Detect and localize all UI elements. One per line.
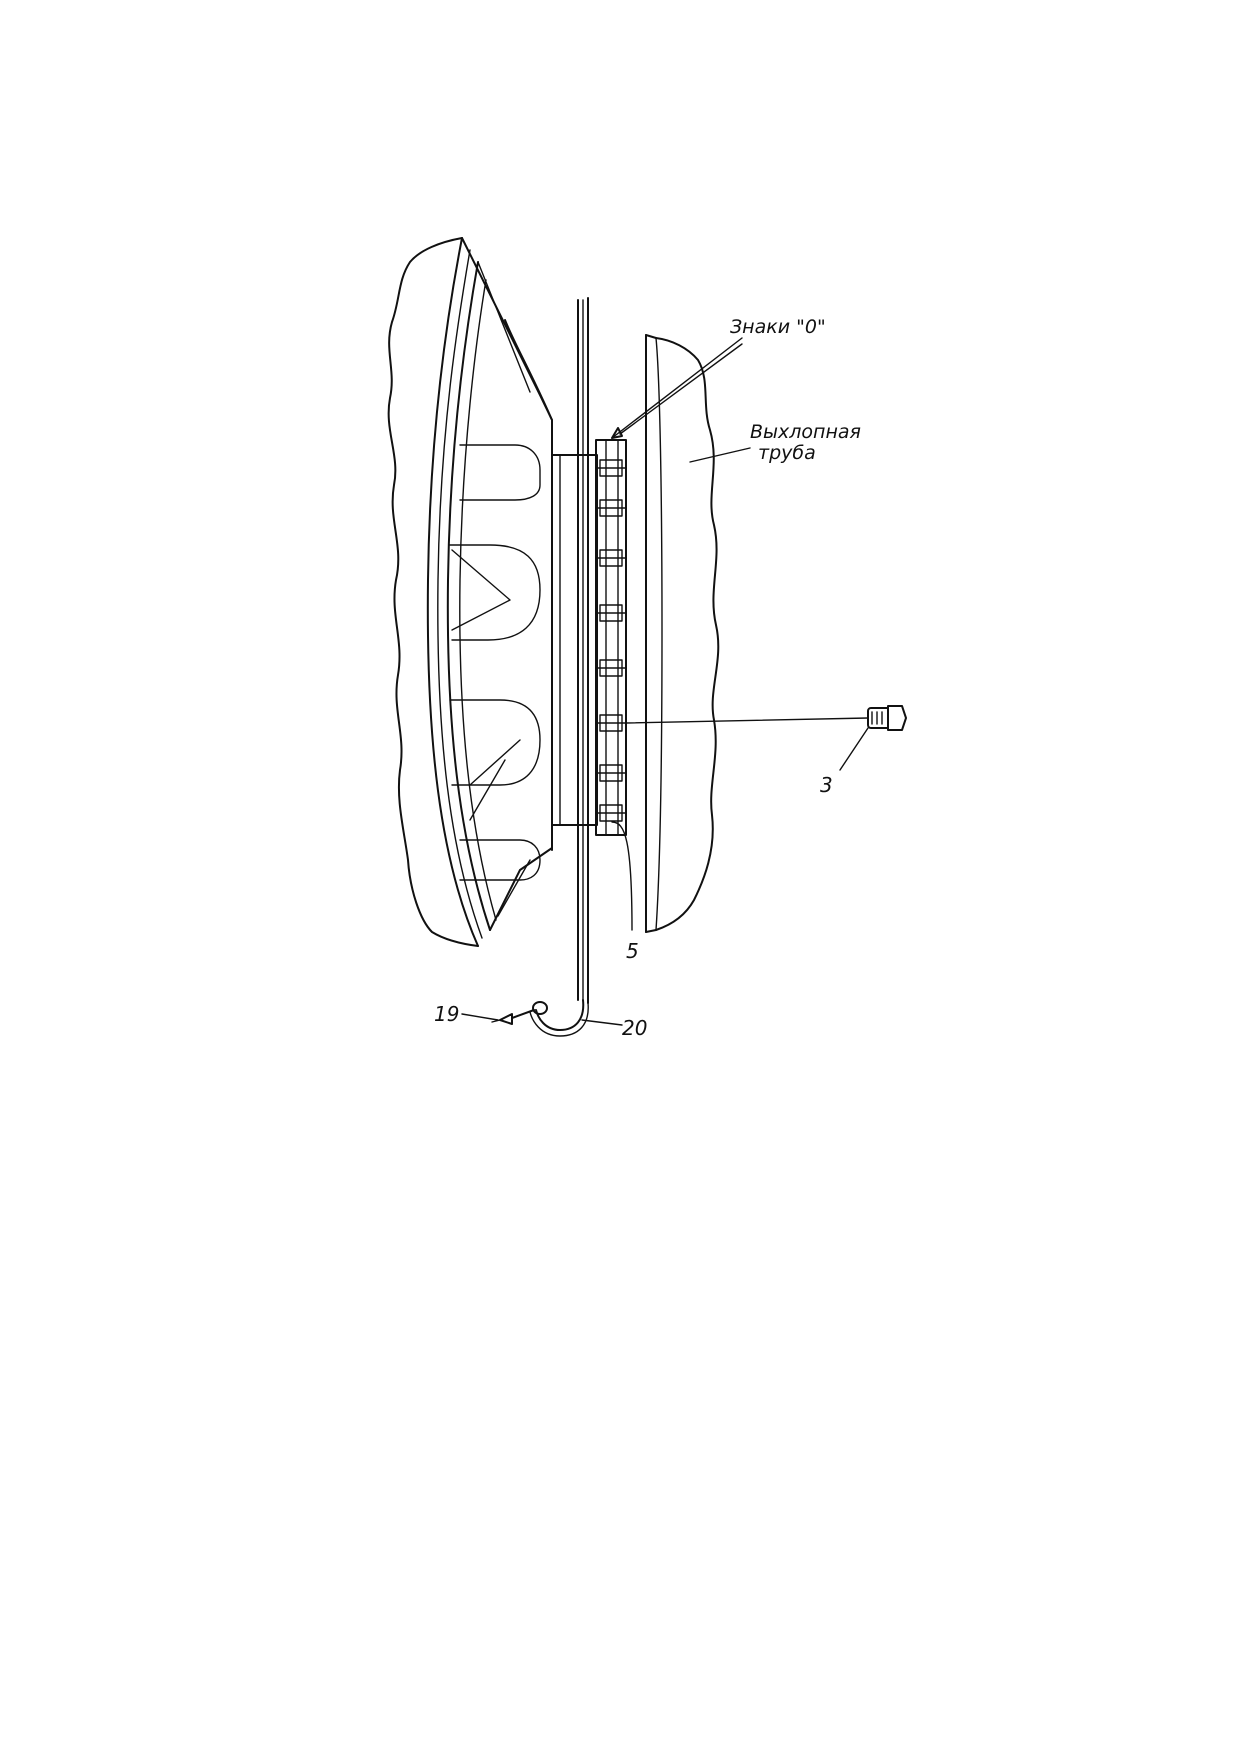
label-part-19: 19 <box>434 1002 459 1026</box>
bolted-flange <box>595 439 627 836</box>
label-part-5: 5 <box>626 939 639 963</box>
callout-labels: Знаки "0" Выхлопная труба 3 5 19 20 <box>434 316 861 1040</box>
flange-bolts <box>595 459 627 822</box>
leader-lines <box>461 337 869 1026</box>
thermocouple-lead <box>491 999 589 1037</box>
label-part-20: 20 <box>622 1016 647 1040</box>
label-exhaust-pipe-line1: Выхлопная <box>750 421 861 443</box>
flange-adapter <box>551 454 598 826</box>
exhaust-pipe <box>645 334 720 933</box>
bolt-part-3 <box>625 705 907 731</box>
thermocouple-strip <box>577 297 589 1004</box>
label-exhaust-pipe-line2: труба <box>758 442 816 464</box>
engine-casing <box>387 237 553 947</box>
label-zero-marks: Знаки "0" <box>730 316 826 338</box>
label-part-3: 3 <box>820 773 833 797</box>
